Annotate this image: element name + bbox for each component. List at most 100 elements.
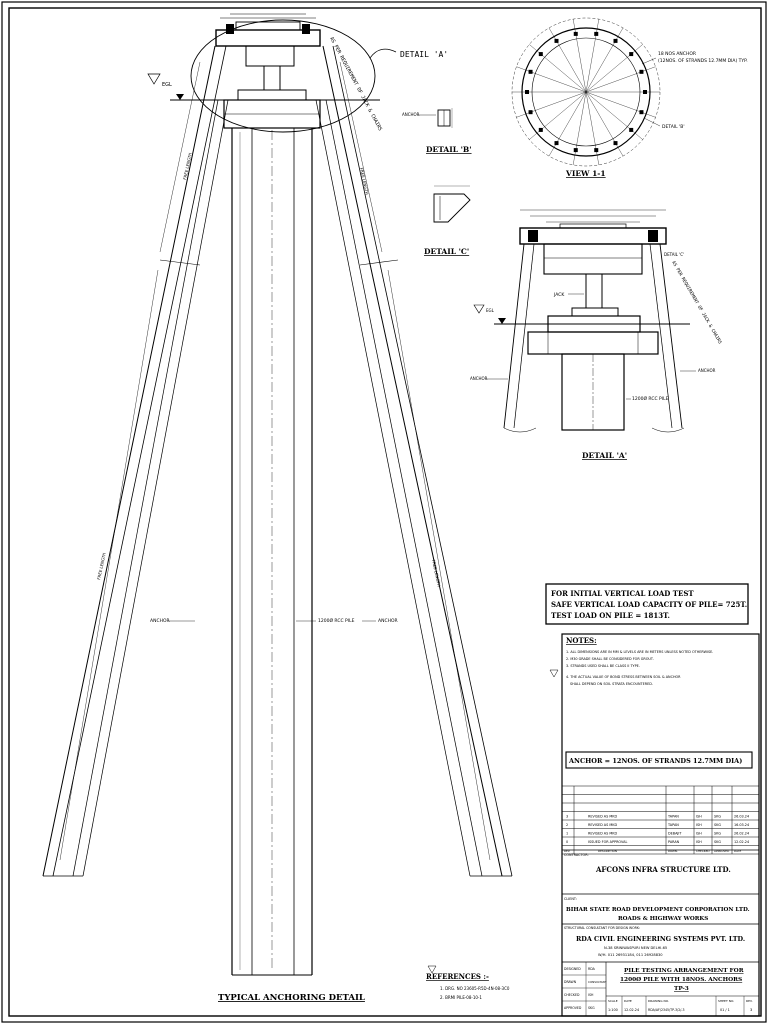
detail-a-egl-label: EGL: [486, 308, 495, 313]
anchor-label-left: ANCHOR: [150, 618, 170, 624]
references: REFERENCES :- 1. DRG. NO 23605-R5D-4N-08…: [426, 965, 510, 1000]
load-line-2: SAFE VERTICAL LOAD CAPACITY OF PILE= 725…: [551, 600, 747, 609]
revision-cell: TAPAN: [667, 815, 679, 819]
revision-cell: SKG: [714, 815, 721, 819]
revision-cell: 0: [566, 840, 568, 844]
note-3: 3. STRANDS USED SHALL BE CLASS II TYPE.: [566, 664, 640, 668]
view11-title: VIEW 1-1: [565, 169, 606, 178]
detail-b-title: DETAIL 'B': [426, 145, 472, 154]
title-block: NOTES: 1. ALL DIMENSIONS ARE IN MM & LEV…: [549, 633, 760, 1017]
sig-role-0: DESIGNED: [564, 967, 581, 971]
detail-c: DETAIL 'C': [424, 185, 471, 256]
revision-header: DATE: [734, 849, 742, 853]
rev-value: 3: [750, 1008, 752, 1012]
anchor-spec: ANCHOR = 12NOS. OF STRANDS 12.7MM DIA): [568, 757, 742, 765]
view11-anchor-marker: [573, 31, 578, 36]
view11-anchor-marker: [528, 69, 533, 74]
date-value: 12.02.24: [624, 1008, 639, 1012]
view11-radial-line: [529, 44, 587, 93]
revision-cell: SKG: [714, 823, 721, 827]
view11-radial-line: [585, 91, 643, 140]
typical-anchoring-detail: DETAIL 'A' EGL: [42, 13, 513, 1003]
view11-anchor-marker: [538, 52, 543, 57]
revision-cell: ISH: [696, 823, 702, 827]
revision-cell: 3: [566, 815, 568, 819]
view11-radial-line: [548, 27, 587, 93]
sig-role-1: DRAWN: [564, 980, 577, 984]
sheet-no-value: 01 / 1: [720, 1008, 730, 1012]
consultant-address: N-38 SRINIWASPURI NEW DELHI-65: [604, 946, 667, 950]
revision-header: REV.: [564, 849, 570, 853]
view11-anchor-marker: [639, 69, 644, 74]
free-length-right: FREE LENGTH: [359, 167, 370, 195]
view11-radial-line: [585, 91, 624, 157]
date-label: DATE: [624, 999, 632, 1003]
bond-length-left: FREE LENGTH: [96, 552, 107, 580]
view11-anchor-marker: [613, 38, 618, 43]
free-length-left: FREE LENGTH: [182, 152, 193, 180]
revision-cell: SKG: [714, 840, 721, 844]
revision-cell: 26.03.24: [734, 815, 749, 819]
detail-a-callout-text: AS PER REQUIREMENT OF JACK & CHAIRS: [670, 260, 723, 345]
revision-header: APPROVED: [714, 849, 729, 853]
detail-a-leader: [369, 48, 397, 59]
revision-cell: SKG: [714, 832, 721, 836]
references-heading: REFERENCES :-: [426, 972, 489, 981]
client-name-2: ROADS & HIGHWAY WORKS: [618, 916, 708, 922]
sig-name-1: CONSULTANT: [588, 980, 607, 984]
reference-1: 1. DRG. NO 23605-R5D-4N-08-3C0: [440, 986, 510, 991]
view11-radial-line: [585, 91, 600, 165]
view11-radial-line: [585, 91, 656, 118]
main-callout-text: AS PER REQUIREMENT OF JACK & CHAIRS: [328, 36, 383, 132]
view11-anchor-marker: [554, 38, 559, 43]
detail-a-detail-c-ref: DETAIL 'C': [664, 252, 684, 257]
egl-label: EGL: [162, 82, 172, 88]
view11-detail-b-ref: DETAIL 'B': [662, 124, 685, 130]
view11-radial-line: [585, 44, 643, 93]
view11-anchor-marker: [613, 141, 618, 146]
view11-radial-line: [548, 91, 587, 157]
revision-header: DRWN.: [668, 849, 678, 853]
detail-c-title: DETAIL 'C': [424, 247, 469, 256]
detail-a-pile-label: 1200Ø RCC PILE: [632, 395, 669, 402]
view11-anchor-marker: [594, 148, 599, 153]
view11-anchor-marker: [629, 127, 634, 132]
view11-radial-line: [585, 19, 600, 93]
revision-header: CHECKED: [696, 849, 710, 853]
detail-b: ANCHOR DETAIL 'B': [402, 108, 472, 154]
detail-a-callout-ellipse: [190, 19, 376, 133]
note-1: 1. ALL DIMENSIONS ARE IN MM & LEVELS ARE…: [566, 650, 713, 654]
view11-radial-line: [516, 66, 587, 93]
consultant-contact: W/H. 011 26931184, 011 26928830: [598, 953, 663, 957]
drawing-no-label: DRAWING NO.: [648, 999, 669, 1003]
drawing-title-1: PILE TESTING ARRANGEMENT FOR: [624, 968, 744, 974]
view11-radial-line: [585, 27, 624, 93]
typical-anchoring-title: TYPICAL ANCHORING DETAIL: [218, 993, 365, 1003]
consultant-label: STRUCTURAL CONSULTANT FOR DESIGN WORK:: [564, 926, 640, 930]
rev-label: REV.: [746, 999, 753, 1003]
drawing-title-2: 1200Ø PILE WITH 18NOS. ANCHORS: [620, 976, 742, 983]
sig-name-2: ISH: [588, 993, 594, 997]
revision-cell: REVISED AS MKD: [588, 823, 617, 827]
revision-cell: ISH: [696, 815, 702, 819]
view11-radial-line: [585, 66, 656, 93]
view11-radial-line: [572, 19, 587, 93]
view-1-1: 18 NOS ANCHOR (12NOS. OF STRANDS 12.7MM …: [511, 17, 748, 178]
revision-cell: REVISED AS MKD: [588, 815, 617, 819]
consultant-name: RDA CIVIL ENGINEERING SYSTEMS PVT. LTD.: [576, 935, 745, 943]
view11-anchor-marker: [639, 110, 644, 115]
detail-a-title: DETAIL 'A': [582, 451, 627, 460]
detail-a-anchor-right: ANCHOR: [698, 368, 716, 373]
revision-cell: 26.02.24: [734, 832, 749, 836]
client-label: CLIENT:: [564, 897, 577, 901]
view11-anchor-marker: [643, 90, 647, 94]
bond-length-right: FREE LENGTH: [431, 559, 442, 587]
sheet-no-label: SHEET NO.: [718, 999, 734, 1003]
detail-b-anchor-label: ANCHOR: [402, 112, 420, 117]
revision-cell: ISH: [696, 832, 702, 836]
view11-anchor-marker: [525, 90, 529, 94]
anchor-label-right: ANCHOR: [378, 618, 398, 624]
view11-note-1: 18 NOS ANCHOR: [658, 51, 696, 57]
drawing-title-3: TP-3: [674, 986, 689, 992]
